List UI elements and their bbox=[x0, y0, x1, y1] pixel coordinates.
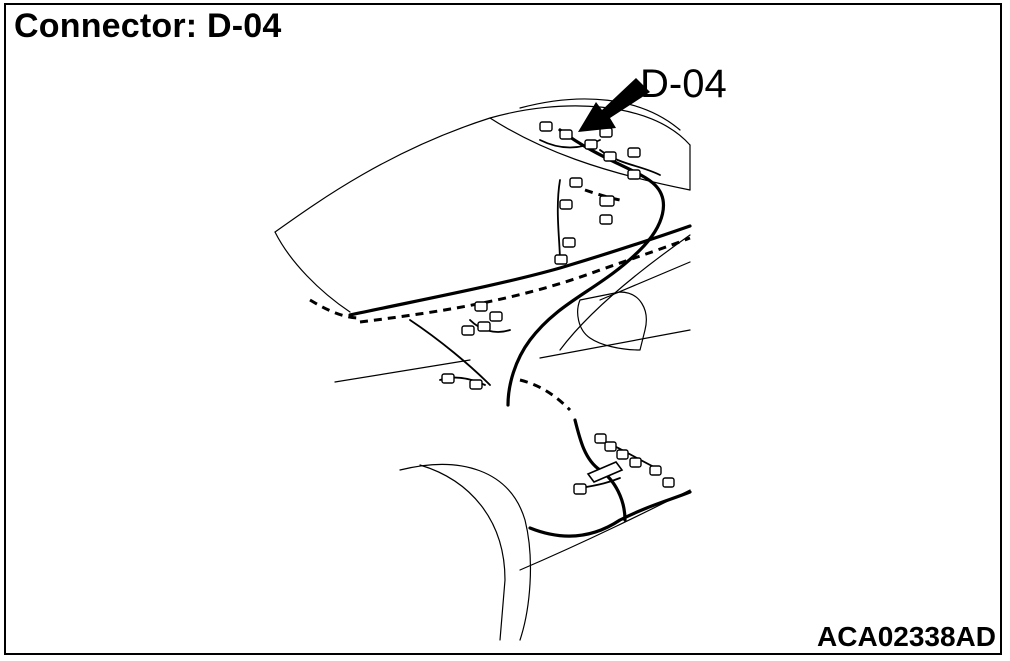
connector-mid-5 bbox=[441, 373, 455, 384]
arrow-icon bbox=[578, 78, 650, 132]
connector-dash-10 bbox=[559, 199, 573, 210]
junction-block bbox=[586, 461, 624, 483]
harness-cowl bbox=[348, 224, 692, 317]
connector-mid-3 bbox=[477, 321, 491, 332]
branch-wire-4 bbox=[409, 319, 491, 386]
connector-dash-3 bbox=[584, 139, 598, 150]
windshield-lower-edge bbox=[274, 231, 351, 313]
wheel-arch-inner bbox=[419, 464, 506, 641]
connector-low-4 bbox=[629, 457, 642, 468]
connector-mid-1 bbox=[474, 301, 488, 312]
connector-mid-6 bbox=[469, 379, 483, 390]
connector-dash-7 bbox=[627, 169, 641, 180]
figure-code: ACA02338AD bbox=[817, 621, 996, 652]
body-line-left bbox=[334, 359, 471, 383]
connector-dash-9 bbox=[599, 195, 615, 207]
harness-dashed-mid bbox=[359, 236, 691, 324]
connector-low-1 bbox=[594, 433, 607, 444]
mirror-stem bbox=[599, 261, 691, 301]
harness-dashed-drop bbox=[519, 378, 572, 412]
connector-low-2 bbox=[604, 441, 617, 452]
connector-dash-6 bbox=[627, 147, 641, 158]
connector-callout-label: D-04 bbox=[640, 62, 727, 106]
dash-top-edge bbox=[489, 117, 691, 191]
connector-dash-5 bbox=[603, 151, 617, 162]
harness-lower bbox=[528, 490, 692, 538]
connector-dash-2 bbox=[559, 129, 573, 140]
connector-dash-8 bbox=[569, 177, 583, 188]
connector-dash-12 bbox=[562, 237, 576, 248]
connector-mid-2 bbox=[489, 311, 503, 322]
body-line-right bbox=[539, 329, 691, 359]
dash-inner-line bbox=[519, 98, 681, 131]
side-mirror bbox=[577, 291, 647, 351]
connector-dash-13 bbox=[554, 254, 568, 265]
branch-wire-1 bbox=[556, 179, 561, 263]
connector-dash-1 bbox=[539, 121, 553, 132]
harness-dashed-left bbox=[309, 298, 361, 320]
diagram-title: Connector: D-04 bbox=[14, 7, 282, 45]
a-pillar bbox=[559, 234, 691, 351]
connector-dash-11 bbox=[599, 214, 613, 225]
connector-low-5 bbox=[649, 465, 662, 476]
diagram-frame bbox=[4, 3, 1002, 655]
wheel-arch-outer bbox=[399, 463, 532, 641]
connector-low-7 bbox=[573, 483, 587, 495]
connector-low-3 bbox=[616, 449, 629, 460]
connector-low-6 bbox=[662, 477, 675, 488]
connector-mid-4 bbox=[461, 325, 475, 336]
